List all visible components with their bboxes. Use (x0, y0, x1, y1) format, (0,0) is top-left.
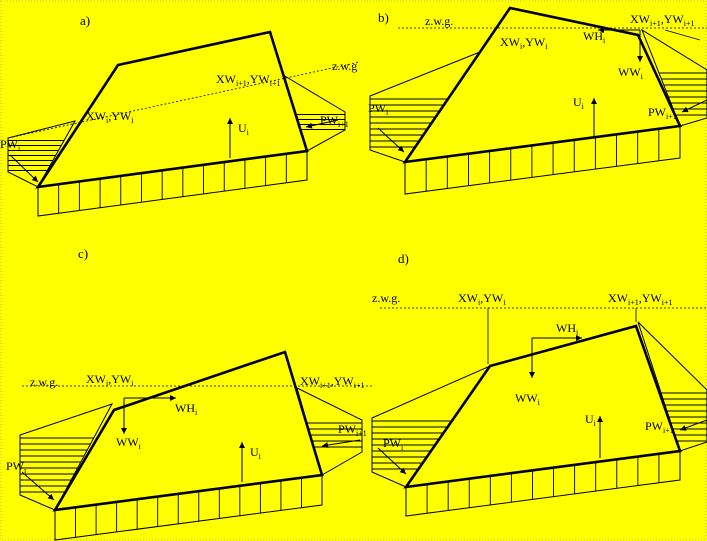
panel-c-pw-right-label: PWi+1 (338, 422, 367, 438)
panel-b-base-divisions (425, 128, 660, 192)
panel-d-water-level: z.w.g. (372, 291, 400, 305)
panel-b-leader (664, 29, 701, 41)
panel-a-water-level: z.w.g (332, 59, 357, 73)
panel-d-base-strip (405, 450, 681, 517)
panel-a-left-pressure (7, 120, 77, 188)
panel-b-right-hatching (659, 72, 707, 116)
panel-a-slice-outline (35, 30, 309, 189)
panel-b-pw-right-arrow (681, 99, 707, 113)
panel-b-point-left: XWi,YWi (500, 35, 548, 51)
panel-b-ww-label: WWi (618, 65, 644, 81)
panel-b-base-strip (404, 125, 681, 195)
panel-b-pw-left-label: PWi (368, 101, 389, 117)
panel-c-slice-outline (52, 350, 324, 512)
panel-a-pw-left-label: PWi (0, 137, 21, 153)
panel-c-left-pressure (19, 403, 114, 511)
panel-b-slice-outline (402, 6, 682, 164)
panel-d-uplift-label: Ui (585, 412, 597, 428)
panel-c-ww-label: WWi (116, 435, 142, 451)
panel-a-pw-right-arrow (305, 119, 339, 129)
panel-b-left-pressure (369, 50, 482, 163)
panel-a-pw-left-arrow (9, 154, 39, 183)
panel-a-base-divisions (58, 153, 287, 214)
panel-a-uplift-label: Ui (238, 121, 250, 137)
panel-b-uplift-label: Ui (573, 95, 585, 111)
panel-b-right-pressure (640, 28, 707, 127)
panel-b-pw-right-label: PWi+1 (648, 105, 677, 121)
panel-d-pw-right-label: PWi+1 (645, 419, 674, 435)
panel-a: a) z.w.g XWi,YWi XWi+1,YWi+1 Ui PWi PWi+… (0, 13, 361, 217)
panel-c-point-right: XWi+1,YWi+1 (300, 374, 364, 390)
panel-b-wh-label: WHi (583, 29, 606, 45)
panel-d-ww-label: WWi (515, 391, 541, 407)
panel-d-label: d) (398, 251, 409, 266)
panel-c-pw-left-label: PWi (6, 459, 27, 475)
panel-d-point-left: XWi,YWi (458, 291, 506, 307)
panel-d-pw-left-arrow (377, 447, 407, 475)
panel-c-pw-right-arrow (321, 439, 361, 449)
panel-d-pw-right-arrow (679, 419, 707, 431)
panel-c-label: c) (78, 246, 88, 261)
panel-c-left-hatching (20, 437, 94, 493)
panel-b-label: b) (378, 10, 389, 25)
panel-d-base-divisions (426, 453, 660, 514)
panel-a-label: a) (80, 13, 90, 28)
panel-d-wh-label: WHi (556, 321, 579, 337)
panel-c-pw-left-arrow (21, 471, 55, 501)
panel-c-point-left: XWi,YWi (86, 372, 134, 388)
panel-b-water-level: z.w.g. (425, 14, 453, 28)
panel-d-slice-outline (403, 324, 682, 489)
panel-b-point-right: XWi+1,YWi+1 (630, 12, 694, 28)
panel-d: d) z.w.g. XWi,YWi XWi+1,YWi+1 WHi WWi Ui… (371, 251, 707, 517)
panel-c-wh-label: WHi (175, 401, 198, 417)
panel-b: b) z.w.g. XWi,YWi XWi+1,YWi+1 WHi WWi Ui… (368, 6, 707, 195)
panel-b-pw-left-arrow (377, 127, 405, 153)
panel-c-base-strip (54, 474, 323, 541)
panel-a-point-left: XWi,YWi (86, 109, 134, 125)
panel-b-left-hatching (370, 98, 448, 148)
panel-a-base-strip (37, 150, 308, 217)
panel-d-right-hatching (661, 392, 707, 442)
panel-c-uplift-label: Ui (250, 445, 262, 461)
panel-d-pw-left-label: PWi (383, 436, 404, 452)
panel-c: c) z.w.g. XWi,YWi XWi+1,YWi+1 WHi WWi Ui… (6, 246, 372, 541)
panel-a-point-right: XWi+1,YWi+1 (216, 72, 280, 88)
panel-c-base-divisions (75, 477, 302, 538)
panel-d-point-right: XWi+1,YWi+1 (608, 291, 672, 307)
panel-c-water-level: z.w.g. (30, 375, 58, 389)
panel-a-water-line (7, 61, 361, 139)
panel-a-pw-right-label: PWi+1 (320, 113, 349, 129)
